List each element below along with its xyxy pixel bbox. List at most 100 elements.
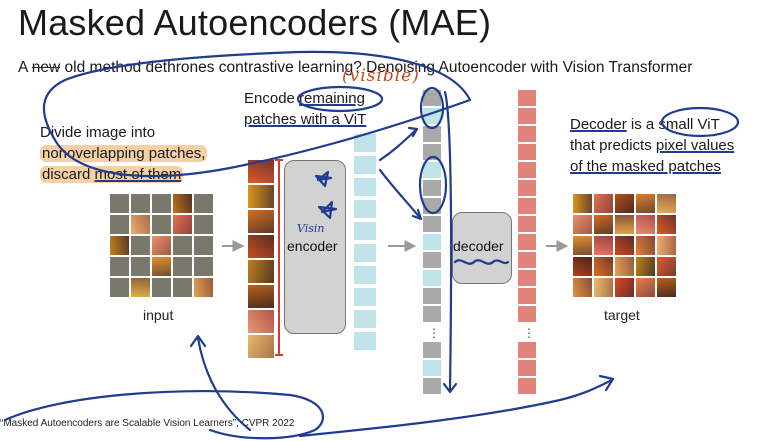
ink-big-loop — [42, 50, 472, 178]
caption-decoder: Decoder is a small ViT that predicts pix… — [570, 114, 734, 177]
input-patch-masked — [194, 257, 213, 276]
target-patch — [657, 236, 676, 255]
visible-patch — [248, 285, 274, 308]
decoder-block — [452, 212, 512, 284]
caption-divide-line3a: discard — [42, 166, 95, 183]
target-patch — [636, 194, 655, 213]
citation: “Masked Autoencoders are Scalable Vision… — [0, 418, 295, 429]
input-patch-masked — [131, 194, 150, 213]
visible-patch — [248, 160, 274, 183]
decoder-output-token — [518, 378, 536, 394]
decoder-column-ellipsis: ⋮ — [523, 326, 535, 340]
input-patch-visible — [173, 215, 192, 234]
encoded-token — [423, 360, 441, 376]
caption-divide-line2: nonoverlapping patches, — [40, 145, 208, 162]
ink-bracket-tokens — [443, 90, 453, 392]
visible-patch — [248, 210, 274, 233]
target-patch — [657, 215, 676, 234]
target-patch — [594, 215, 613, 234]
decoder-output-token — [518, 90, 536, 106]
target-image-grid — [573, 194, 676, 297]
target-patch — [636, 236, 655, 255]
input-patch-visible — [173, 194, 192, 213]
ink-oval-remaining — [296, 85, 384, 113]
input-patch-masked — [110, 257, 129, 276]
mask-token — [423, 90, 441, 106]
mask-token — [423, 342, 441, 358]
caption-decoder-line1a: Decoder — [570, 116, 627, 133]
encoded-token — [354, 222, 376, 240]
input-patch-visible — [194, 278, 213, 297]
encoded-token — [354, 266, 376, 284]
mask-token — [423, 180, 441, 196]
encoded-token — [423, 234, 441, 250]
target-patch — [636, 278, 655, 297]
mask-token — [423, 216, 441, 232]
caption-encode: Encode remaining patches with a ViT — [244, 88, 366, 130]
visible-patch — [248, 310, 274, 333]
input-patch-masked — [194, 194, 213, 213]
ink-oval-small-vit — [660, 106, 740, 138]
ink-arrow-input — [196, 336, 252, 432]
decoder-output-token — [518, 360, 536, 376]
input-patch-masked — [152, 194, 171, 213]
target-patch — [594, 236, 613, 255]
target-patch — [573, 278, 592, 297]
input-patch-masked — [194, 236, 213, 255]
target-patch — [615, 257, 634, 276]
decoder-output-token — [518, 180, 536, 196]
subtitle-struck-word: new — [31, 59, 61, 76]
caption-divide-line3b: most of them — [94, 166, 182, 183]
decoder-output-column — [518, 90, 536, 400]
input-label: input — [143, 307, 174, 323]
handwriting-vision: Visin — [297, 222, 325, 235]
visible-patch — [248, 260, 274, 283]
input-patch-visible — [131, 278, 150, 297]
ink-arrow-mask — [378, 168, 422, 220]
handwriting-visible: (visible) — [342, 66, 420, 86]
ink-oval-token-top — [419, 86, 445, 130]
encoded-token — [423, 270, 441, 286]
input-patch-masked — [152, 278, 171, 297]
ink-star-1 — [314, 170, 333, 188]
slide-subtitle: A new old method dethrones contrastive l… — [18, 59, 692, 77]
mask-token — [423, 144, 441, 160]
visible-patch-column — [248, 160, 274, 360]
encoded-token — [354, 178, 376, 196]
decoder-output-token — [518, 216, 536, 232]
mask-token — [423, 378, 441, 394]
target-patch — [615, 278, 634, 297]
decoder-label: decoder — [453, 238, 504, 254]
target-patch — [657, 257, 676, 276]
target-patch — [615, 215, 634, 234]
decoder-output-token — [518, 270, 536, 286]
decoder-output-token — [518, 234, 536, 250]
encoder-block — [284, 160, 346, 334]
encoded-token — [354, 288, 376, 306]
caption-divide-line1: Divide image into — [40, 124, 156, 141]
input-patch-visible — [152, 257, 171, 276]
mask-token — [423, 252, 441, 268]
caption-decoder-line1c: small ViT — [658, 116, 720, 133]
caption-decoder-line3: of the masked patches — [570, 158, 721, 175]
ink-star-2 — [317, 200, 338, 220]
target-patch — [573, 257, 592, 276]
decoder-output-token — [518, 162, 536, 178]
decoder-output-token — [518, 252, 536, 268]
slide-title: Masked Autoencoders (MAE) — [18, 2, 492, 43]
target-patch — [636, 257, 655, 276]
target-patch — [594, 194, 613, 213]
target-patch — [615, 194, 634, 213]
target-patch — [573, 236, 592, 255]
target-patch — [594, 257, 613, 276]
caption-divide: Divide image into nonoverlapping patches… — [40, 122, 208, 185]
target-patch — [657, 194, 676, 213]
ink-arrowhead-input — [189, 334, 207, 348]
input-patch-visible — [110, 236, 129, 255]
encoded-token — [354, 134, 376, 152]
input-patch-masked — [131, 257, 150, 276]
mask-token — [423, 288, 441, 304]
decoder-output-token — [518, 198, 536, 214]
subtitle-rest: old method dethrones contrastive learnin… — [60, 59, 693, 76]
